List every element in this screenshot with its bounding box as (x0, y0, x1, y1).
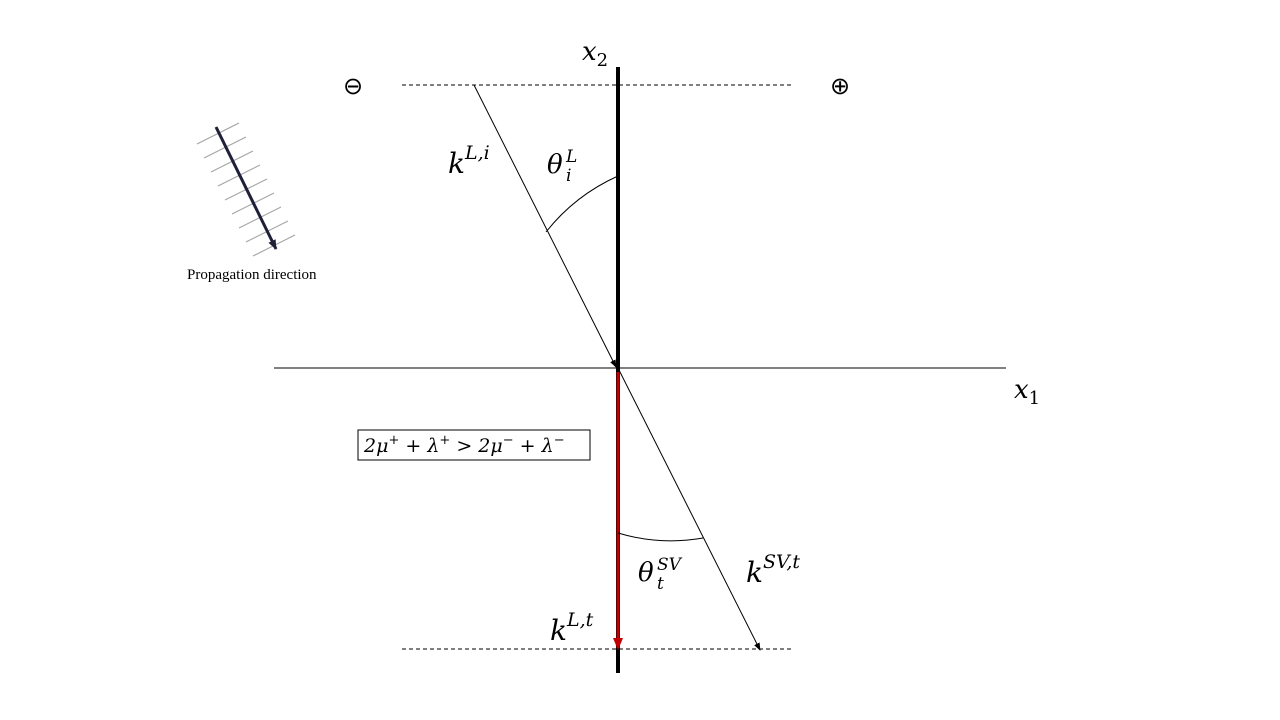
transmitted-l-wave-label: kL,t (550, 609, 594, 647)
transmitted-angle-arc (617, 532, 704, 542)
transmitted-sv-wave-arrow (618, 369, 761, 651)
transmitted-angle-label: θ SV t (638, 555, 683, 594)
svg-text:t: t (657, 574, 664, 594)
svg-text:θ: θ (547, 150, 563, 180)
svg-text:L: L (565, 147, 577, 167)
propagation-direction-caption: Propagation direction (187, 267, 317, 283)
svg-text:SV: SV (657, 555, 683, 575)
incident-angle-label: θ L i (547, 147, 577, 186)
incident-wave-arrow (473, 84, 617, 368)
propagation-direction-arrow (214, 126, 278, 250)
x1-axis-label: x1 (1014, 375, 1040, 409)
condition-box (357, 429, 591, 461)
minus-region-symbol: ⊖ (343, 72, 363, 100)
incident-wave-label: kL,i (448, 142, 490, 180)
condition-text: 2μ+ + λ+ > 2μ− + λ− (363, 433, 565, 457)
svg-text:θ: θ (638, 558, 654, 588)
svg-text:i: i (566, 166, 571, 186)
plus-region-symbol: ⊕ (830, 72, 850, 100)
transmitted-sv-wave-label: kSV,t (746, 551, 800, 589)
x2-axis-label: x2 (582, 37, 608, 71)
incident-angle-arc (545, 175, 619, 233)
